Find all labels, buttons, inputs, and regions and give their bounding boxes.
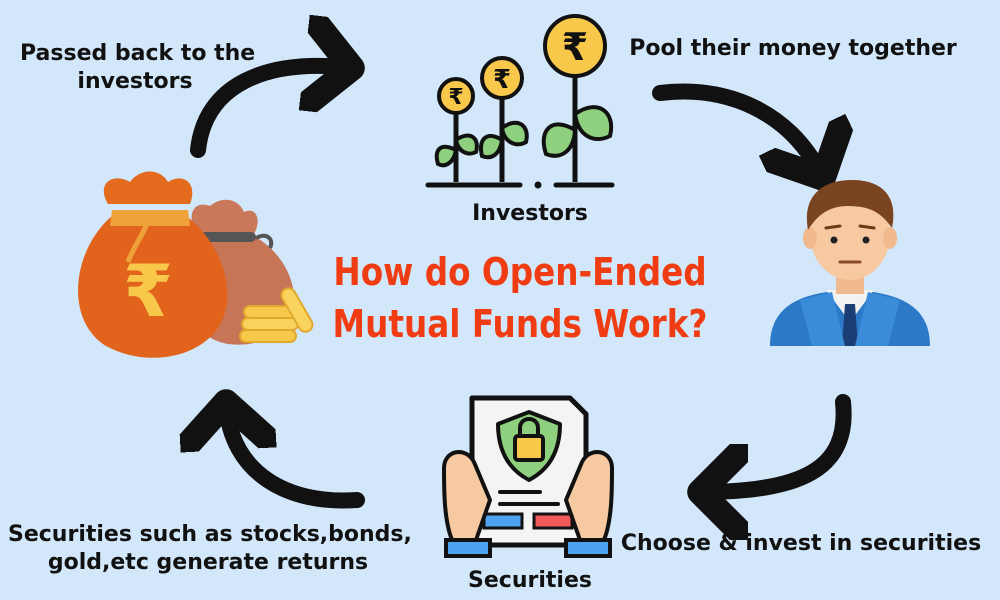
returns-line-2: gold,etc generate returns xyxy=(47,550,369,575)
bag-rupee-symbol: ₹ xyxy=(123,249,173,333)
passed-back-line-1: Passed back to the xyxy=(20,41,256,66)
money-bag-icon: ₹ xyxy=(78,171,314,358)
arrow-top-left xyxy=(190,66,352,158)
step-choose-label: Choose & invest in securities xyxy=(620,531,982,556)
fund-manager-icon xyxy=(770,180,930,346)
medium-coin-rupee: ₹ xyxy=(493,65,511,95)
rupee-plant-icon: ₹ ₹ ₹ xyxy=(425,14,615,189)
title-line-1: How do Open-Ended xyxy=(333,250,707,294)
small-coin-rupee: ₹ xyxy=(448,85,463,110)
large-coin-rupee: ₹ xyxy=(562,25,588,69)
returns-line-1: Securities such as stocks,bonds, xyxy=(8,522,412,547)
step-passed-back-label: Passed back to the investors xyxy=(20,40,256,96)
arrow-bottom-left xyxy=(226,402,365,509)
step-pool-label: Pool their money together xyxy=(629,36,957,61)
diagram-title: How do Open-Ended Mutual Funds Work? xyxy=(331,246,709,350)
title-line-2: Mutual Funds Work? xyxy=(332,302,708,346)
arrow-top-right xyxy=(652,83,823,178)
investors-label: Investors xyxy=(472,201,588,226)
securities-label: Securities xyxy=(468,568,592,593)
step-returns-label: Securities such as stocks,bonds, gold,et… xyxy=(8,521,412,577)
passed-back-line-2: investors xyxy=(77,69,193,94)
arrow-bottom-right xyxy=(700,394,852,492)
secured-document-icon xyxy=(442,395,614,558)
